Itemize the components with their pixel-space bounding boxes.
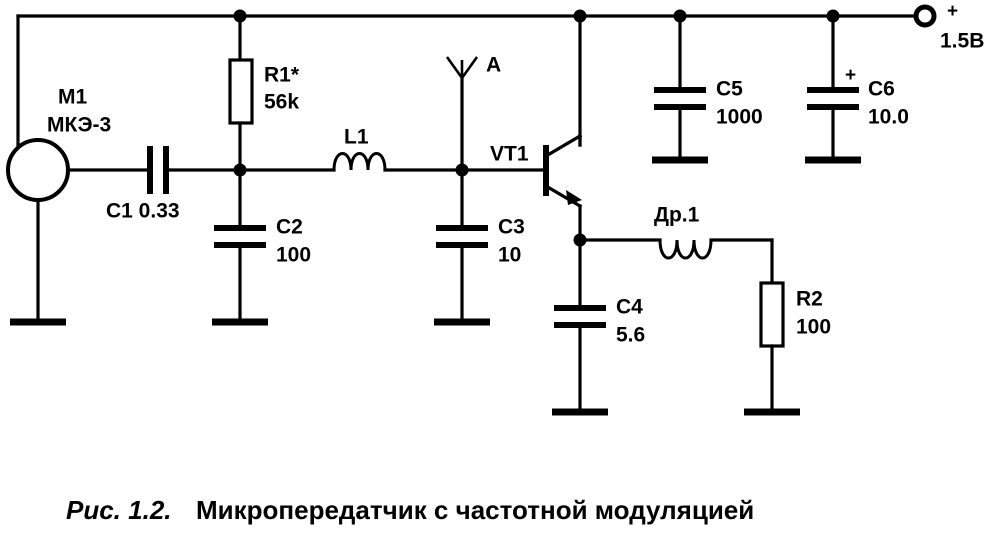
microphone-symbol [6, 138, 70, 202]
supply-terminal-ring [913, 4, 937, 28]
c3-ref-label: C3 [498, 216, 525, 239]
capacitor-c5: C5 1000 [652, 78, 763, 164]
r2-ref-label: R2 [796, 288, 823, 311]
top-rail-junctions [233, 9, 840, 23]
supply-terminal: + 1.5В [913, 1, 984, 53]
caption-prefix: Рис. 1.2. [66, 495, 172, 525]
mic-ref-label: M1 [58, 86, 87, 109]
r2-body [759, 281, 785, 348]
capacitor-c6: + C6 10.0 [805, 65, 909, 164]
junction-dot-r1-top [233, 9, 247, 23]
junction-dot-collector [573, 9, 587, 23]
r1-body [228, 58, 254, 125]
vt1-collector-lead [543, 133, 583, 159]
antenna-ref-label: A [486, 54, 501, 77]
junction-dot-c6 [826, 9, 840, 23]
figure-caption: Рис. 1.2. Микропередатчик с частотной мо… [66, 495, 754, 525]
resistor-r2: R2 100 [744, 238, 831, 416]
dr1-ref-label: Др.1 [654, 204, 700, 227]
dr1-coil-symbol [658, 239, 713, 260]
vt1-emitter-arrow [566, 190, 582, 205]
antenna-branch-left [445, 56, 464, 79]
capacitor-c3: C3 10 [434, 168, 525, 326]
c6-value-label: 10.0 [868, 106, 909, 129]
mic-type-label: МКЭ-3 [47, 114, 111, 137]
capacitor-c1: C1 0.33 [106, 146, 242, 223]
l1-coil-symbol [332, 152, 387, 171]
microphone-m1: M1 МКЭ-3 [6, 86, 150, 326]
c2-value-label: 100 [276, 244, 311, 267]
capacitor-c4: C4 5.6 [552, 238, 645, 416]
inductor-l1: L1 [332, 126, 387, 171]
junction-dot-c5 [673, 9, 687, 23]
supply-rail-wires [16, 14, 920, 147]
r1-ref-label: R1* [264, 64, 300, 87]
supply-voltage-label: 1.5В [940, 30, 984, 53]
c3-value-label: 10 [498, 244, 521, 267]
c4-value-label: 5.6 [616, 324, 645, 347]
c5-ref-label: C5 [716, 78, 743, 101]
c6-polarity-label: + [845, 65, 856, 86]
c4-ref-label: C4 [616, 296, 643, 319]
r1-value-label: 56k [264, 91, 299, 114]
capacitor-c2: C2 100 [212, 168, 311, 326]
transistor-vt1: VT1 [490, 133, 587, 247]
c5-value-label: 1000 [716, 106, 763, 129]
caption-body: Микропередатчик с частотной модуляцией [196, 495, 754, 525]
c1-label: C1 0.33 [106, 200, 180, 223]
vt1-ref-label: VT1 [490, 143, 529, 166]
c2-ref-label: C2 [276, 216, 303, 239]
r2-value-label: 100 [796, 316, 831, 339]
antenna-branch-right [460, 56, 479, 79]
c6-ref-label: C6 [868, 78, 895, 101]
supply-polarity-label: + [947, 1, 958, 22]
signal-rail-wires [233, 163, 548, 177]
resistor-r1: R1* 56k [228, 58, 300, 172]
l1-ref-label: L1 [344, 126, 369, 149]
choke-dr1: Др.1 [578, 204, 774, 260]
antenna-a: A [445, 54, 501, 172]
